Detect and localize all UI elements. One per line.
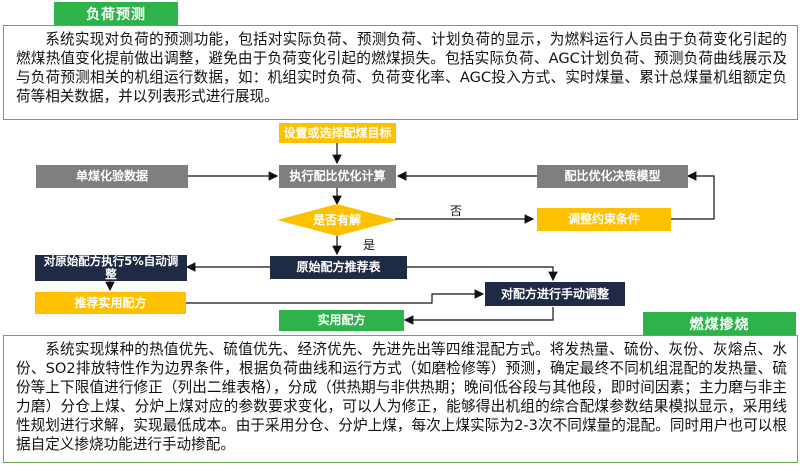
- arrow-adjust-to-model: [671, 171, 715, 220]
- arrow-recommend-to-manual: [186, 289, 485, 304]
- manual-adjust-node: 对配方进行手动调整: [485, 282, 625, 306]
- has-solution-label: 是否有解: [312, 212, 361, 227]
- decision-model-node: 配比优化决策模型: [537, 165, 688, 188]
- set-target-node: 设置或选择配煤目标: [279, 123, 396, 143]
- no-branch-label: 否: [450, 204, 463, 218]
- practical-recipe-node: 实用配方: [279, 310, 404, 331]
- auto-adjust-node: 对原始配方执行5%自动调整: [35, 255, 187, 281]
- has-solution-diamond: [277, 204, 397, 236]
- yes-branch-label: 是: [363, 238, 376, 252]
- arrow-table-to-manual: [407, 266, 558, 282]
- recommend-recipe-node: 推荐实用配方: [35, 292, 186, 314]
- load-forecast-description: 系统实现对负荷的预测功能，包括对实际负荷、预测负荷、计划负荷的显示，为燃料运行人…: [3, 25, 798, 120]
- coal-blending-description: 系统实现煤种的热值优先、硫值优先、经济优先、先进先出等四维混配方式。将发热量、硫…: [3, 335, 798, 463]
- load-forecast-tag: 负荷预测: [54, 2, 178, 25]
- original-recipe-table-node: 原始配方推荐表: [270, 256, 407, 279]
- arrow-manual-to-practical: [403, 307, 554, 325]
- coal-blending-tag: 燃煤掺烧: [643, 312, 796, 335]
- single-coal-data-node: 单煤化验数据: [36, 165, 188, 188]
- execute-optimization-node: 执行配比优化计算: [279, 165, 396, 188]
- adjust-constraints-node: 调整约束条件: [537, 208, 671, 231]
